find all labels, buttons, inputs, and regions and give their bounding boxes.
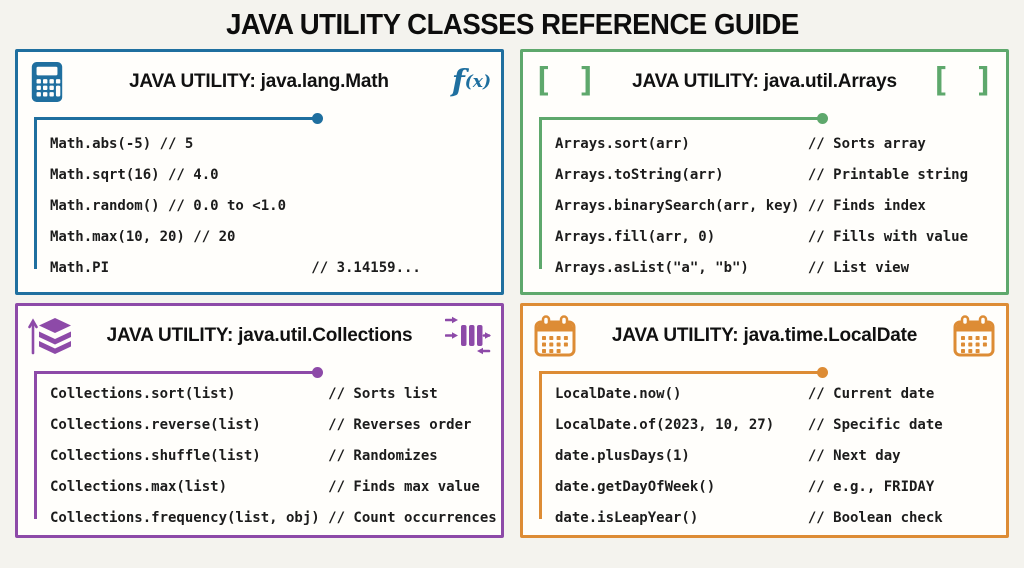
panel-java-lang-math: JAVA UTILITY: java.lang.Math f(x) Math.a… — [15, 49, 504, 295]
function-fx-icon: f(x) — [452, 67, 491, 97]
tree-spine — [539, 371, 542, 519]
panel-header: JAVA UTILITY: java.util.Collections — [18, 306, 501, 363]
connector-dot — [312, 113, 324, 124]
panel-body: LocalDate.now() // Current date LocalDat… — [523, 363, 1006, 535]
code-line: LocalDate.now() // Current date — [555, 379, 1002, 410]
code-line: Arrays.fill(arr, 0) // Fills with value — [555, 222, 1002, 253]
panel-grid: JAVA UTILITY: java.lang.Math f(x) Math.a… — [0, 49, 1024, 538]
tree-spine — [34, 117, 37, 269]
code-line: Collections.sort(list) // Sorts list — [50, 379, 497, 410]
panel-header: JAVA UTILITY: java.lang.Math f(x) — [18, 52, 501, 109]
tree-spine — [539, 117, 542, 269]
panel-title: JAVA UTILITY: java.util.Collections — [106, 325, 413, 346]
code-line: date.getDayOfWeek() // e.g., FRIDAY — [555, 472, 1002, 503]
code-line: Arrays.toString(arr) // Printable string — [555, 160, 1002, 191]
code-line: Math.random() // 0.0 to <1.0 — [50, 191, 497, 222]
panel-body: Math.abs(-5) // 5 Math.sqrt(16) // 4.0 M… — [18, 109, 501, 292]
array-brackets-icon: [ ] — [930, 59, 996, 99]
code-line: Arrays.binarySearch(arr, key) // Finds i… — [555, 191, 1002, 222]
sorted-layers-icon — [28, 314, 74, 358]
code-line: Collections.max(list) // Finds max value — [50, 472, 497, 503]
fx-x-glyph: (x) — [464, 71, 491, 92]
calculator-icon — [28, 60, 66, 104]
tree-spine — [34, 371, 37, 519]
code-list: Math.abs(-5) // 5 Math.sqrt(16) // 4.0 M… — [18, 109, 501, 284]
connector-line — [539, 113, 829, 124]
array-brackets-icon: [ ] — [533, 59, 599, 99]
code-line: Collections.frequency(list, obj) // Coun… — [50, 503, 497, 534]
panel-title: JAVA UTILITY: java.util.Arrays — [632, 71, 897, 92]
code-line: Math.abs(-5) // 5 — [50, 129, 497, 160]
connector-line — [34, 367, 324, 378]
code-line: Math.PI // 3.14159... — [50, 253, 497, 284]
code-list: LocalDate.now() // Current date LocalDat… — [523, 363, 1006, 534]
fx-f-glyph: f — [451, 64, 465, 99]
code-line: LocalDate.of(2023, 10, 27) // Specific d… — [555, 410, 1002, 441]
panel-header: [ ] JAVA UTILITY: java.util.Arrays [ ] — [523, 52, 1006, 109]
panel-title: JAVA UTILITY: java.lang.Math — [129, 71, 389, 92]
code-line: Math.sqrt(16) // 4.0 — [50, 160, 497, 191]
code-line: Collections.reverse(list) // Reverses or… — [50, 410, 497, 441]
page-title: JAVA UTILITY CLASSES REFERENCE GUIDE — [225, 9, 799, 41]
connector-dot — [312, 367, 324, 378]
shuffle-bars-icon — [445, 314, 491, 358]
code-line: Math.max(10, 20) // 20 — [50, 222, 497, 253]
connector-line — [34, 113, 324, 124]
calendar-icon — [533, 315, 577, 357]
panel-java-util-arrays: [ ] JAVA UTILITY: java.util.Arrays [ ] A… — [520, 49, 1009, 295]
code-list: Collections.sort(list) // Sorts list Col… — [18, 363, 501, 534]
code-line: date.plusDays(1) // Next day — [555, 441, 1002, 472]
code-line: date.isLeapYear() // Boolean check — [555, 503, 1002, 534]
panel-java-time-localdate: JAVA UTILITY: java.time.LocalDate — [520, 303, 1009, 538]
calendar-icon — [952, 315, 996, 357]
panel-title: JAVA UTILITY: java.time.LocalDate — [611, 325, 918, 346]
panel-body: Collections.sort(list) // Sorts list Col… — [18, 363, 501, 535]
connector-dot — [817, 367, 829, 378]
panel-header: JAVA UTILITY: java.time.LocalDate — [523, 306, 1006, 363]
panel-body: Arrays.sort(arr) // Sorts array Arrays.t… — [523, 109, 1006, 292]
code-line: Collections.shuffle(list) // Randomizes — [50, 441, 497, 472]
code-line: Arrays.asList("a", "b") // List view — [555, 253, 1002, 284]
connector-line — [539, 367, 829, 378]
code-line: Arrays.sort(arr) // Sorts array — [555, 129, 1002, 160]
connector-dot — [817, 113, 829, 124]
panel-java-util-collections: JAVA UTILITY: java.util.Collections — [15, 303, 504, 538]
code-list: Arrays.sort(arr) // Sorts array Arrays.t… — [523, 109, 1006, 284]
